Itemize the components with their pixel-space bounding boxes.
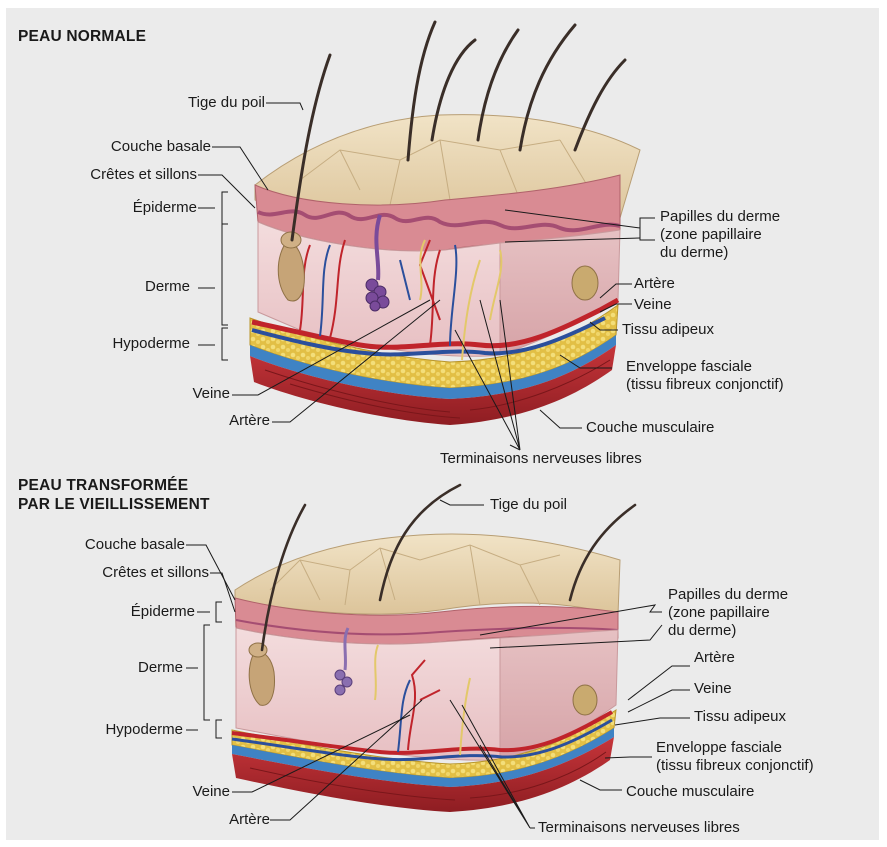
label-normal-tissu: Tissu adipeux <box>622 321 714 339</box>
label-aged-artere-left: Artère <box>229 811 270 829</box>
label-normal-papilles-2: (zone papillaire <box>660 226 762 244</box>
label-normal-epiderme: Épiderme <box>133 199 197 217</box>
label-normal-hypoderme: Hypoderme <box>112 335 190 353</box>
label-normal-enveloppe-2: (tissu fibreux conjonctif) <box>626 376 784 394</box>
label-aged-papilles-2: (zone papillaire <box>668 604 770 622</box>
normal-skin-title: PEAU NORMALE <box>18 28 146 46</box>
label-aged-papilles-3: du derme) <box>668 622 736 640</box>
label-aged-tissu: Tissu adipeux <box>694 708 786 726</box>
label-normal-terminaisons: Terminaisons nerveuses libres <box>440 450 642 468</box>
label-aged-hypoderme: Hypoderme <box>105 721 183 739</box>
label-aged-epiderme: Épiderme <box>131 603 195 621</box>
label-aged-derme: Derme <box>138 659 183 677</box>
aged-skin-title-line1: PEAU TRANSFORMÉE <box>18 477 188 495</box>
label-normal-veine-left: Veine <box>192 385 230 403</box>
label-aged-veine-left: Veine <box>192 783 230 801</box>
label-aged-cretes: Crêtes et sillons <box>102 564 209 582</box>
label-normal-tige: Tige du poil <box>188 94 265 112</box>
label-normal-cretes: Crêtes et sillons <box>90 166 197 184</box>
label-normal-papilles-3: du derme) <box>660 244 728 262</box>
aged-skin-title-line2: PAR LE VIEILLISSEMENT <box>18 496 210 514</box>
label-aged-veine-right: Veine <box>694 680 732 698</box>
label-normal-veine-right: Veine <box>634 296 672 314</box>
label-normal-artere-left: Artère <box>229 412 270 430</box>
normal-skin-block <box>250 22 640 425</box>
label-normal-musculaire: Couche musculaire <box>586 419 714 437</box>
label-aged-enveloppe-2: (tissu fibreux conjonctif) <box>656 757 814 775</box>
label-aged-artere-right: Artère <box>694 649 735 667</box>
label-aged-couche-basale: Couche basale <box>85 536 185 554</box>
label-normal-derme: Derme <box>145 278 190 296</box>
label-aged-papilles-1: Papilles du derme <box>668 586 788 604</box>
label-aged-tige: Tige du poil <box>490 496 567 514</box>
label-normal-couche-basale: Couche basale <box>111 138 211 156</box>
label-aged-musculaire: Couche musculaire <box>626 783 754 801</box>
label-aged-terminaisons: Terminaisons nerveuses libres <box>538 819 740 837</box>
label-aged-enveloppe-1: Enveloppe fasciale <box>656 739 782 757</box>
label-normal-artere-right: Artère <box>634 275 675 293</box>
label-normal-enveloppe-1: Enveloppe fasciale <box>626 358 752 376</box>
label-normal-papilles-1: Papilles du derme <box>660 208 780 226</box>
aged-skin-block <box>232 485 635 812</box>
